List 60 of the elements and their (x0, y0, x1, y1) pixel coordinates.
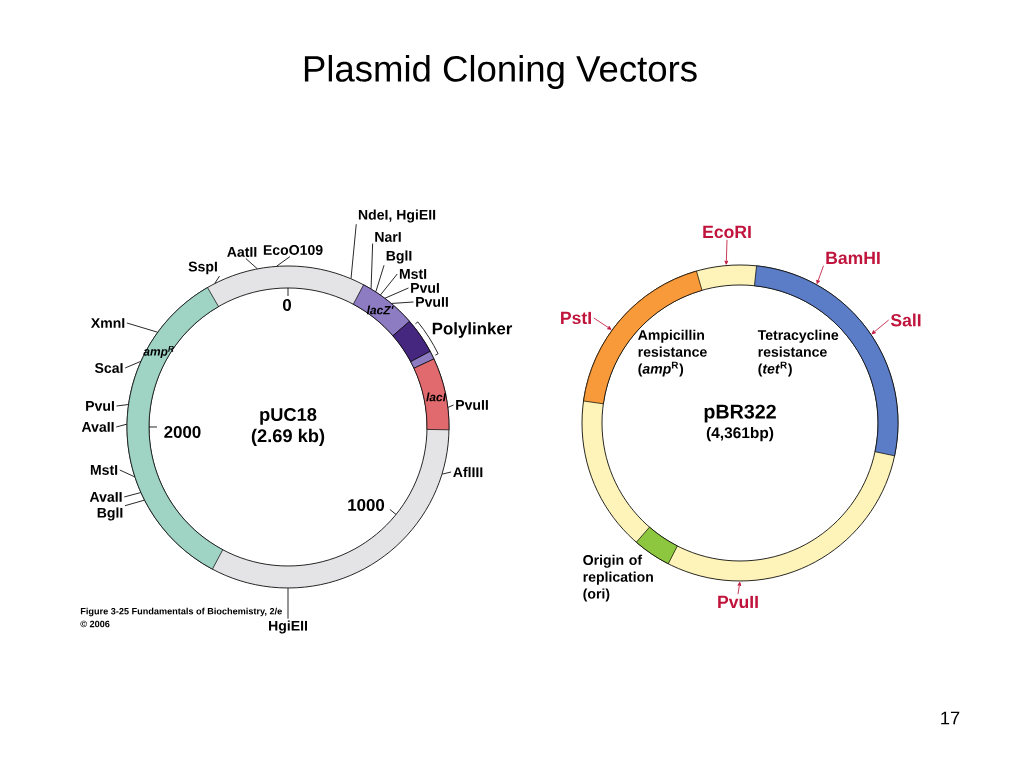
gene-segment: lacI (413, 358, 450, 431)
node-label: Polylinker (432, 322, 513, 338)
site-label: PvuII (456, 400, 488, 410)
arrow (593, 317, 612, 330)
leader-line (115, 423, 128, 428)
leader-line (124, 499, 145, 507)
site-label: PvuI (411, 283, 439, 293)
arrow (737, 581, 742, 595)
scale-number: 2000 (164, 426, 201, 438)
arrow (724, 239, 729, 265)
scale-number: 1000 (348, 499, 385, 511)
figure-credit: © 2006 (80, 620, 110, 628)
gene-segment: lacZ' (352, 284, 410, 337)
leader-line (375, 264, 385, 293)
title: Plasmid Cloning Vectors (304, 54, 697, 89)
leader-line (287, 587, 289, 620)
leader-line (370, 243, 374, 290)
leader-line (380, 273, 398, 296)
leader-line (116, 404, 129, 407)
site-label: PvuI (86, 401, 114, 411)
arrow (871, 319, 890, 335)
leader-line (447, 404, 454, 408)
site-label: ScaI (94, 363, 123, 373)
figure-credit: Figure 3-25 Fundamentals of Biochemistry, 2/e (80, 607, 282, 617)
scale-number: 0 (283, 299, 291, 311)
leader-line (124, 360, 142, 369)
leader-line (123, 492, 142, 498)
site-label: EcoRI (703, 225, 751, 239)
site-label: NarI (375, 232, 401, 242)
leader-line (214, 275, 220, 284)
leader-line (119, 469, 136, 478)
site-label: SalI (890, 313, 921, 327)
site-label: AflIII (453, 466, 483, 478)
site-label: BglI (386, 250, 412, 264)
gene-segment: Origin of replication (ori) (583, 526, 678, 602)
site-label: PvuII (718, 595, 758, 609)
leader-line (350, 223, 357, 279)
leader-line (391, 301, 414, 304)
node-label: Origin of replication (ori) (583, 554, 653, 602)
site-label: HgiEII (269, 620, 307, 634)
site-label: AvaII (89, 492, 122, 502)
leader-line (276, 256, 291, 267)
site-label: BamHI (826, 251, 880, 265)
site-label: PstI (561, 311, 591, 325)
arrow (816, 265, 824, 284)
site-label: BglI (97, 507, 123, 521)
page-number: 17 (941, 711, 960, 725)
site-label: EcoO109 (263, 245, 323, 255)
leader-line (126, 322, 158, 333)
site-label: SspI (188, 261, 217, 275)
site-label: NdeI, HgiEII (358, 209, 436, 223)
site-label: MstI (90, 465, 118, 475)
leader-line (384, 287, 409, 299)
site-label: MstI (399, 269, 427, 279)
leader-line (441, 471, 452, 475)
site-label: AvaII (81, 422, 114, 432)
site-label: AatII (227, 247, 257, 257)
leader-line (245, 258, 258, 270)
site-label: XmnI (90, 318, 125, 328)
site-label: PvuII (416, 297, 448, 307)
